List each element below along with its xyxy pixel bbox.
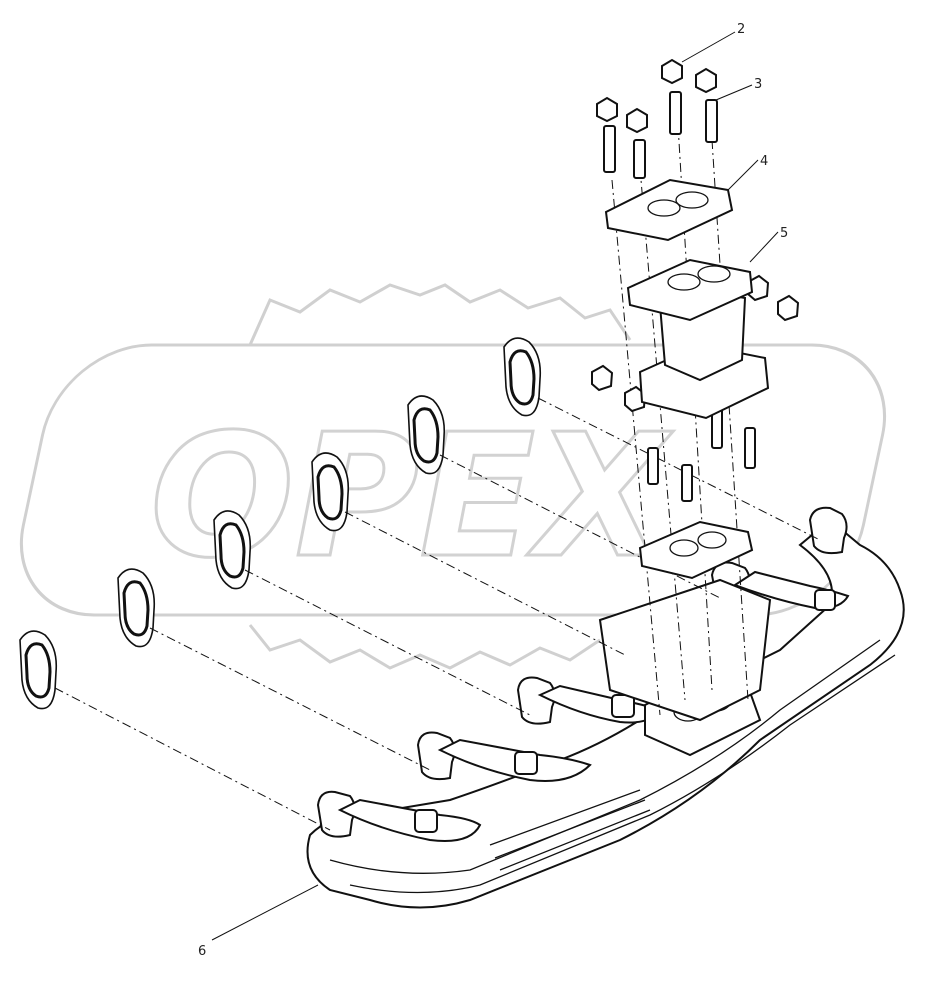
port-gasket [213, 510, 252, 590]
flange-gasket-lower [638, 520, 754, 580]
runner-port [416, 731, 592, 782]
callout-6: 6 [198, 944, 206, 959]
runner-port [516, 676, 662, 725]
manifold-rail-lower [349, 654, 896, 894]
runner-port [316, 790, 482, 842]
top-nuts [596, 58, 717, 134]
exhaust-manifold [306, 506, 905, 909]
callout-5: 5 [780, 226, 788, 241]
manifold-turbo-riser [598, 578, 772, 722]
port-gasket [503, 337, 542, 417]
callout-labels: 2 3 4 5 6 [198, 22, 788, 959]
runner-port [808, 506, 848, 555]
port-gasket [407, 395, 446, 475]
centerlines [54, 124, 821, 831]
runner-port [710, 561, 850, 611]
top-gasket [604, 178, 734, 242]
callout-2: 2 [737, 22, 745, 37]
manifold-rib [489, 789, 651, 871]
watermark-gear [248, 283, 632, 670]
manifold-rail [329, 639, 881, 874]
top-studs [603, 91, 718, 179]
watermark-frame [19, 343, 887, 617]
exhaust-elbow [626, 258, 770, 420]
port-gasket [117, 568, 156, 648]
manifold-outer-body [306, 518, 905, 909]
port-gasket [19, 630, 58, 710]
callout-leaders [211, 31, 779, 941]
callout-4: 4 [760, 154, 768, 169]
lower-studs [591, 274, 800, 502]
callout-3: 3 [754, 77, 762, 92]
port-gasket [311, 452, 350, 532]
